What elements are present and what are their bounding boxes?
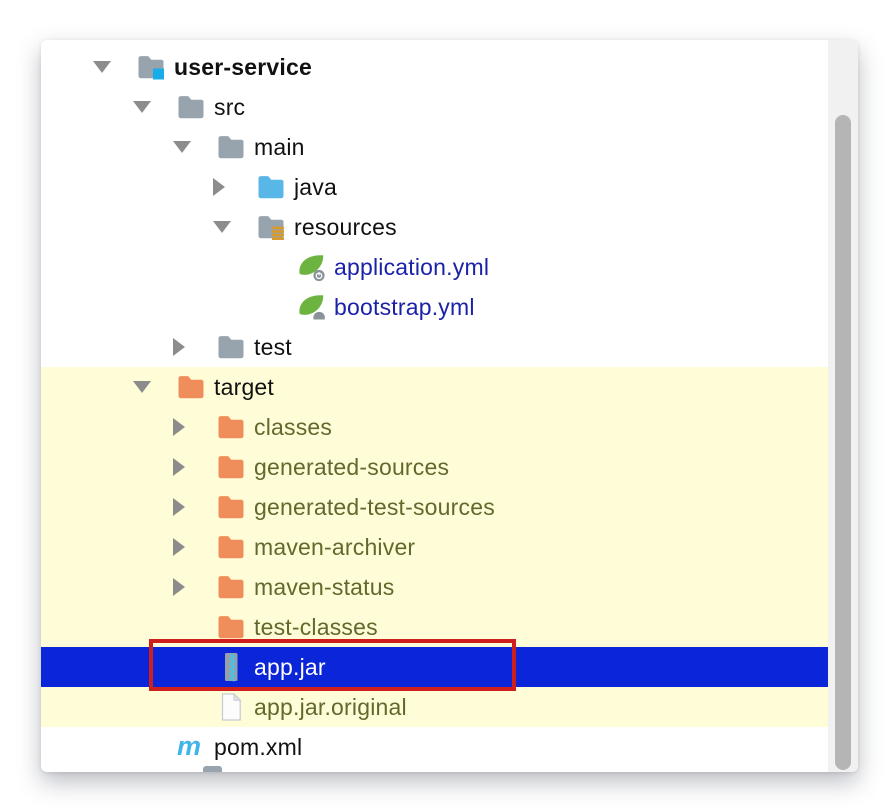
- svg-text:m: m: [177, 732, 201, 761]
- tree-row-label: classes: [254, 413, 333, 440]
- tree-row-label: test-classes: [254, 613, 378, 640]
- tree-row-label: app.jar: [254, 653, 326, 680]
- tree-row-app.jar[interactable]: app.jar: [41, 647, 828, 687]
- excluded-folder-icon: [177, 372, 205, 402]
- excluded-folder-icon: [217, 612, 245, 642]
- collapsed-arrow-icon[interactable]: [173, 498, 217, 516]
- tree-row-label: user-service: [174, 53, 312, 80]
- excluded-folder-icon: [217, 452, 245, 482]
- tree-row-user-service[interactable]: user-service: [41, 47, 828, 87]
- spring-cloud-config-icon: [297, 292, 325, 322]
- tree-row-maven-archiver[interactable]: maven-archiver: [41, 527, 828, 567]
- resources-folder-icon: [257, 212, 285, 242]
- tree-row-label: bootstrap.yml: [334, 293, 475, 320]
- tree-row-application.yml[interactable]: application.yml: [41, 247, 828, 287]
- collapsed-arrow-icon[interactable]: [213, 178, 257, 196]
- file-icon: [217, 692, 245, 722]
- tree-row-bootstrap.yml[interactable]: bootstrap.yml: [41, 287, 828, 327]
- tree-row-test[interactable]: test: [41, 327, 828, 367]
- collapsed-arrow-icon[interactable]: [173, 578, 217, 596]
- tree-row-label: target: [214, 373, 275, 400]
- tree-row-pom.xml[interactable]: m pom.xml: [41, 727, 828, 767]
- excluded-folder-icon: [217, 572, 245, 602]
- excluded-folder-icon: [217, 412, 245, 442]
- collapsed-arrow-icon[interactable]: [173, 458, 217, 476]
- sources-folder-icon: [257, 172, 285, 202]
- tree-row-src[interactable]: src: [41, 87, 828, 127]
- tree-row-target[interactable]: target: [41, 367, 828, 407]
- scrollbar-track[interactable]: [828, 40, 858, 772]
- tree-row-app.jar.original[interactable]: app.jar.original: [41, 687, 828, 727]
- tree-row-label: resources: [294, 213, 397, 240]
- collapsed-arrow-icon[interactable]: [173, 418, 217, 436]
- tree-row-generated-test-sources[interactable]: generated-test-sources: [41, 487, 828, 527]
- tree-row-label: src: [214, 93, 246, 120]
- jar-archive-icon: [217, 652, 245, 682]
- tree-row-label: generated-test-sources: [254, 493, 495, 520]
- folder-icon: [217, 332, 245, 362]
- tree-row-label: main: [254, 133, 305, 160]
- expanded-arrow-icon[interactable]: [213, 221, 257, 233]
- collapsed-arrow-icon[interactable]: [173, 538, 217, 556]
- expanded-arrow-icon[interactable]: [173, 141, 217, 153]
- expanded-arrow-icon[interactable]: [93, 61, 137, 73]
- tree-row-label: app.jar.original: [254, 693, 407, 720]
- excluded-folder-icon: [217, 532, 245, 562]
- tree-row-generated-sources[interactable]: generated-sources: [41, 447, 828, 487]
- tree-row-test-classes[interactable]: test-classes: [41, 607, 828, 647]
- spring-boot-config-icon: [297, 252, 325, 282]
- project-tree-panel: user-service src main java resources app…: [41, 40, 858, 772]
- maven-icon: m: [177, 732, 205, 762]
- tree-row-java[interactable]: java: [41, 167, 828, 207]
- scrollbar-thumb[interactable]: [835, 115, 851, 770]
- expanded-arrow-icon[interactable]: [133, 381, 177, 393]
- expanded-arrow-icon[interactable]: [133, 101, 177, 113]
- tree-row-label: application.yml: [334, 253, 490, 280]
- tree-row-label: test: [254, 333, 292, 360]
- tree-row-classes[interactable]: classes: [41, 407, 828, 447]
- tree-row-label: maven-archiver: [254, 533, 416, 560]
- excluded-folder-icon: [217, 492, 245, 522]
- tree-row-label: generated-sources: [254, 453, 450, 480]
- tree-row-label: java: [294, 173, 337, 200]
- tree-row-main[interactable]: main: [41, 127, 828, 167]
- folder-icon: [177, 92, 205, 122]
- collapsed-arrow-icon[interactable]: [173, 338, 217, 356]
- tree-row-resources[interactable]: resources: [41, 207, 828, 247]
- tree-row-label: maven-status: [254, 573, 395, 600]
- tree-row-maven-status[interactable]: maven-status: [41, 567, 828, 607]
- project-folder-icon: [137, 52, 165, 82]
- project-tree: user-service src main java resources app…: [41, 40, 828, 767]
- tree-row-label: pom.xml: [214, 733, 303, 760]
- clipped-next-row-icon: [203, 766, 222, 772]
- folder-icon: [217, 132, 245, 162]
